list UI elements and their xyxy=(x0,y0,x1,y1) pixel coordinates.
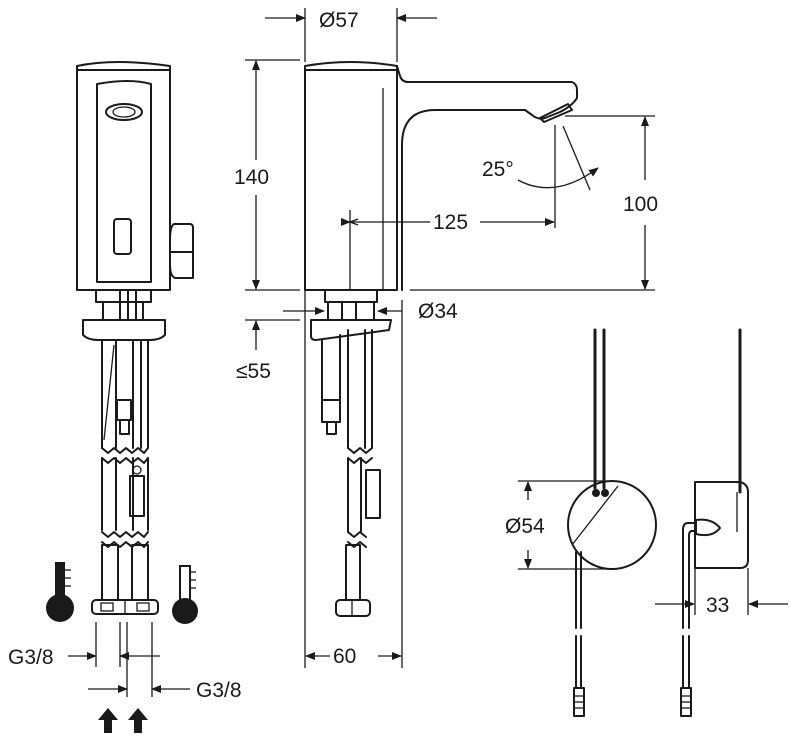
sensor-window xyxy=(113,218,132,255)
side-lever xyxy=(169,223,194,279)
label-height: 140 xyxy=(234,166,269,189)
sensor-housing-side xyxy=(694,481,749,569)
hose-right-end xyxy=(131,544,149,601)
thermometer-cold-icon xyxy=(172,565,198,624)
valve-plug xyxy=(129,475,145,517)
side-view xyxy=(304,61,578,617)
sensor-module-side xyxy=(680,328,749,717)
thermometer-hot-icon xyxy=(46,562,74,622)
front-body xyxy=(76,61,171,291)
label-sensor-diameter: Ø54 xyxy=(505,515,545,538)
label-sensor-depth: 33 xyxy=(706,594,729,617)
arrow-up-icon xyxy=(98,708,148,733)
connection-dimensions xyxy=(68,622,190,697)
label-spout-reach: 125 xyxy=(433,211,468,234)
label-outlet-height: 100 xyxy=(623,193,658,216)
label-connection-left: G3/8 xyxy=(8,646,54,669)
mounting-plate xyxy=(82,319,166,341)
hose-left-end xyxy=(101,544,119,601)
front-view xyxy=(76,61,194,615)
label-spray-angle: 25° xyxy=(482,158,514,181)
label-body-diameter: Ø57 xyxy=(319,9,359,32)
side-dimensions xyxy=(245,8,655,668)
label-connection-right: G3/8 xyxy=(196,679,242,702)
side-mounting-plate xyxy=(310,319,392,341)
label-deck-thickness: ≤55 xyxy=(236,360,271,383)
front-panel xyxy=(96,80,152,283)
sensor-module-circle xyxy=(567,480,657,570)
sensor-diameter-dimension xyxy=(518,480,610,570)
label-shank-diameter: Ø34 xyxy=(418,300,458,323)
sensor-eye xyxy=(105,103,143,121)
aerator xyxy=(539,103,573,123)
sensor-module-front xyxy=(567,328,657,717)
side-body xyxy=(304,61,398,291)
sensor-depth-dimension xyxy=(655,568,788,615)
label-base-width: 60 xyxy=(333,645,356,668)
